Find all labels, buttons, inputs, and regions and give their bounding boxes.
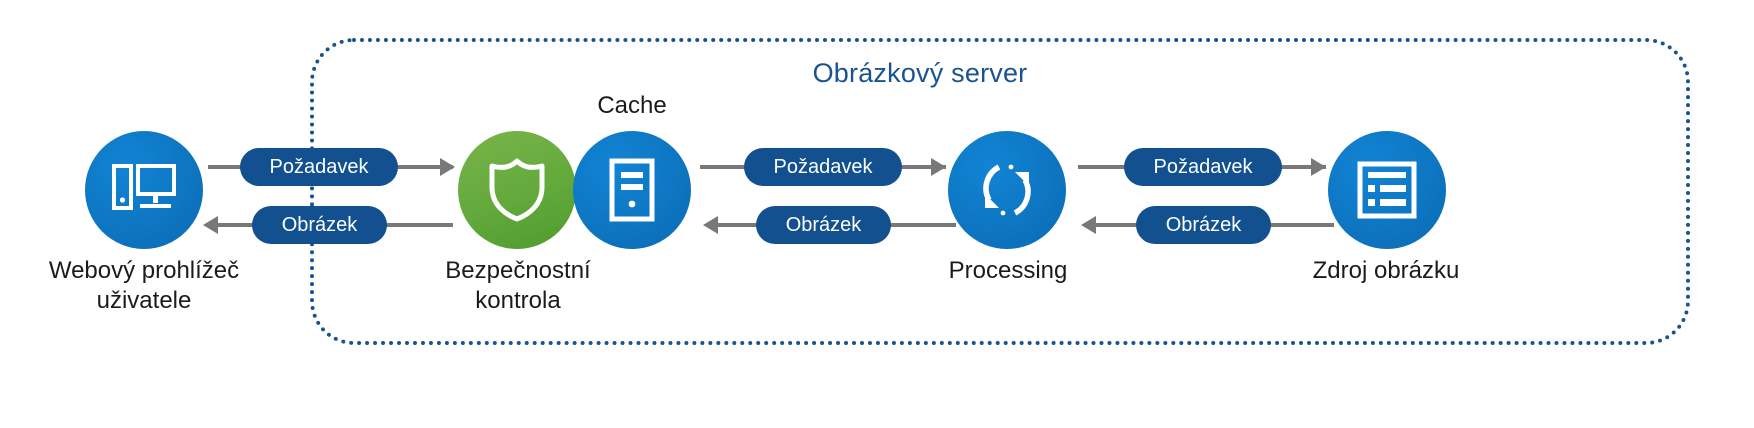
pill-request-3[interactable]: Požadavek xyxy=(1124,148,1282,186)
node-processing[interactable] xyxy=(948,131,1066,249)
caption-web-browser: Webový prohlížeč uživatele xyxy=(48,257,240,314)
node-web-browser[interactable] xyxy=(85,131,203,249)
caption-security-check: Bezpečnostní kontrola xyxy=(445,257,591,314)
arrow-head-request-1 xyxy=(440,158,455,176)
image-server-boundary xyxy=(310,38,1690,345)
pill-response-3[interactable]: Obrázek xyxy=(1136,206,1271,244)
arrow-head-response-1 xyxy=(203,216,218,234)
arrow-head-response-2 xyxy=(703,216,718,234)
pill-response-2[interactable]: Obrázek xyxy=(756,206,891,244)
node-security-check[interactable] xyxy=(458,131,576,249)
arrow-head-response-3 xyxy=(1081,216,1096,234)
image-server-title: Obrázkový server xyxy=(812,58,1028,88)
arrow-head-request-2 xyxy=(931,158,946,176)
caption-processing: Processing xyxy=(948,257,1068,284)
node-image-source[interactable] xyxy=(1328,131,1446,249)
node-cache[interactable] xyxy=(573,131,691,249)
pill-request-2[interactable]: Požadavek xyxy=(744,148,902,186)
caption-image-source: Zdroj obrázku xyxy=(1312,257,1460,284)
pill-response-1[interactable]: Obrázek xyxy=(252,206,387,244)
caption-cache: Cache xyxy=(597,92,667,119)
pill-request-1[interactable]: Požadavek xyxy=(240,148,398,186)
arrow-head-request-3 xyxy=(1311,158,1326,176)
